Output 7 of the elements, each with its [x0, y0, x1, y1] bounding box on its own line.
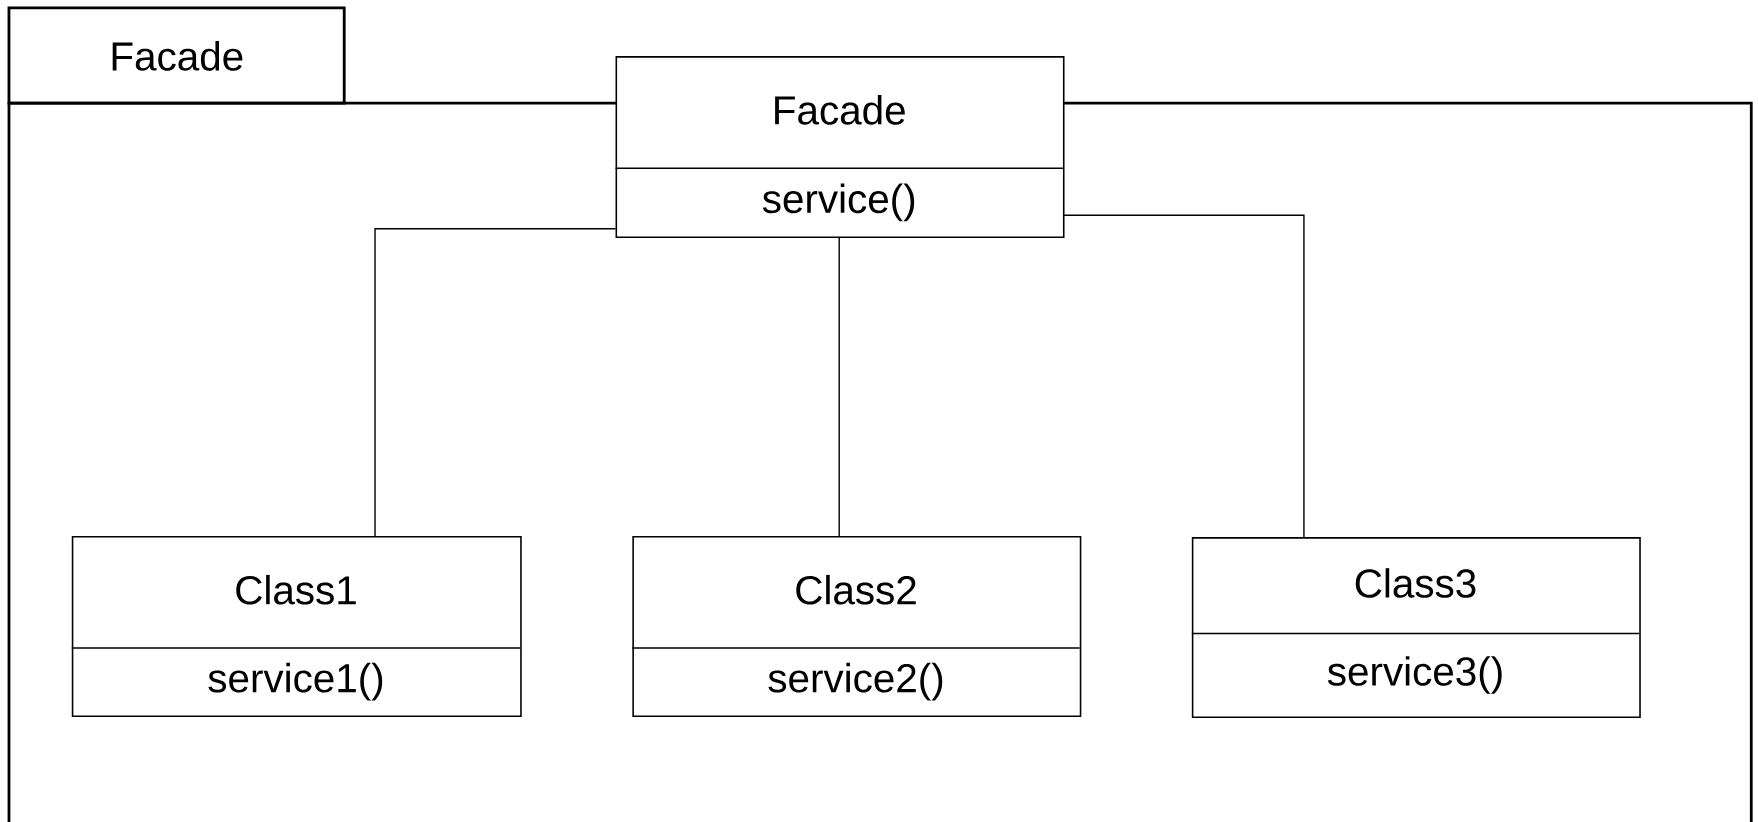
- connector-line: [1062, 214, 1305, 538]
- class-box: Class2 service2(): [631, 535, 1082, 717]
- connector-line: [374, 228, 617, 537]
- class-box: Facade service(): [614, 56, 1065, 239]
- connector-line: [838, 235, 840, 537]
- class-box: Class1 service1(): [70, 535, 522, 717]
- class-box: Class3 service3(): [1191, 537, 1641, 719]
